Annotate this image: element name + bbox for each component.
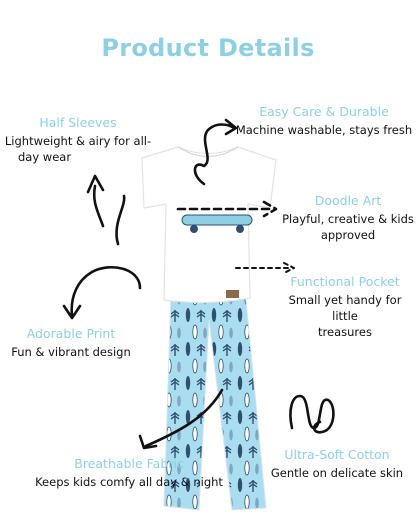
feature-desc: Lightweight & airy for all- day wear [4, 134, 152, 164]
feature-breathable-fabric: Breathable Fabric Keeps kids comfy all d… [20, 456, 238, 490]
feature-half-sleeves: Half Sleeves Lightweight & airy for all-… [0, 115, 156, 165]
feature-desc: Small yet handy for little treasures [288, 293, 402, 339]
feature-title: Easy Care & Durable [259, 104, 389, 119]
feature-title: Doodle Art [314, 193, 382, 208]
feature-desc: Keeps kids comfy all day & night [35, 475, 223, 489]
arrow-easy-care [193, 118, 238, 186]
feature-desc: Gentle on delicate skin [270, 466, 404, 480]
feature-adorable-print: Adorable Print Fun & vibrant design [0, 326, 142, 360]
feature-easy-care: Easy Care & Durable Machine washable, st… [232, 104, 416, 138]
feature-title: Ultra-Soft Cotton [284, 447, 390, 462]
feature-ultra-soft-cotton: Ultra-Soft Cotton Gentle on delicate ski… [262, 447, 412, 481]
feature-desc: Machine washable, stays fresh [235, 123, 413, 137]
page-title: Product Details [101, 34, 315, 62]
arrow-half-sleeves [86, 174, 126, 246]
arrow-breathable [138, 388, 224, 450]
arrow-functional-pocket [235, 262, 295, 274]
feature-title: Adorable Print [26, 326, 116, 341]
feature-title: Half Sleeves [39, 115, 117, 130]
t-shirt [141, 146, 277, 304]
feature-title: Breathable Fabric [74, 456, 184, 471]
feature-doodle-art: Doodle Art Playful, creative & kids appr… [280, 193, 416, 243]
feature-desc: Fun & vibrant design [11, 345, 131, 359]
feature-desc: Playful, creative & kids approved [282, 212, 414, 242]
arrow-adorable-print [62, 265, 142, 320]
feature-functional-pocket: Functional Pocket Small yet handy for li… [274, 274, 416, 340]
label-tag [226, 290, 239, 298]
skateboard-doodle [181, 214, 253, 233]
arrow-ultra-soft [289, 394, 335, 434]
feature-title: Functional Pocket [290, 274, 400, 289]
arrow-doodle-art [176, 200, 278, 218]
